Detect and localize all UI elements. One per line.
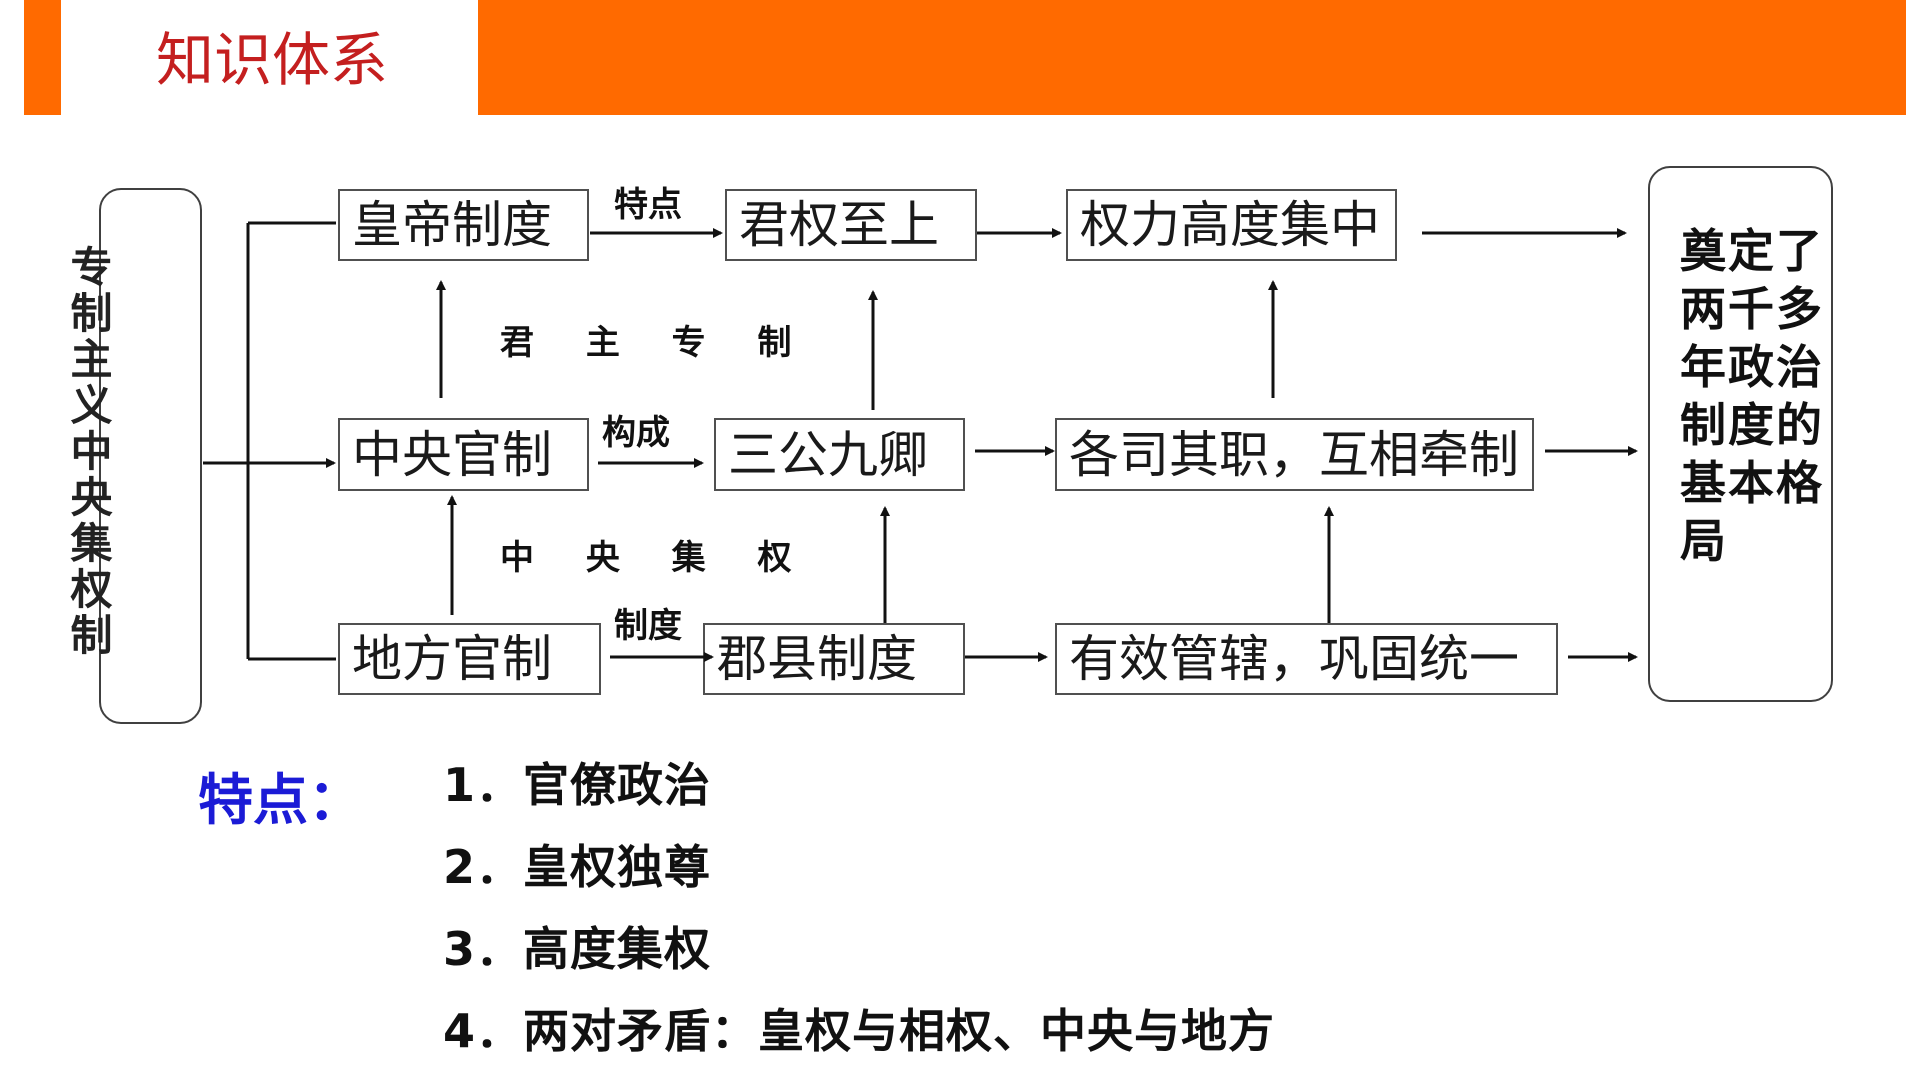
box-checks-balances: 各司其职，互相牵制 [1055,418,1534,491]
box-central-officials: 中央官制 [338,418,589,491]
features-heading: 特点： [198,768,364,832]
label-institution: 制度 [614,606,682,646]
label-monarchical-autocracy: 君 主 专 制 [500,323,812,363]
page-title: 知识体系 [156,26,389,94]
label-composition: 构成 [602,413,670,453]
label-central-concentration: 中 央 集 权 [500,538,812,578]
result-text: 奠定了 两千多 年政治 制度的 基本格 局 [1680,224,1824,568]
box-effective-governance: 有效管辖，巩固统一 [1055,623,1558,695]
title-box [61,0,478,115]
box-local-officials: 地方官制 [338,623,601,695]
result-box [1648,166,1833,702]
box-supreme-monarch: 君权至上 [725,189,977,261]
box-emperor-system: 皇帝制度 [338,189,589,261]
box-three-dukes-nine-ministers: 三公九卿 [714,418,965,491]
box-power-concentration: 权力高度集中 [1066,189,1397,261]
root-concept-box [99,188,202,724]
box-commandery-county: 郡县制度 [703,623,965,695]
feature-item: 1．官僚政治 [443,758,712,812]
feature-item: 4．两对矛盾：皇权与相权、中央与地方 [443,1004,1276,1058]
feature-item: 3．高度集权 [443,922,712,976]
feature-item: 2．皇权独尊 [443,840,712,894]
label-characteristic: 特点 [614,185,682,225]
root-concept-text: 专制主义中央集权制 [64,245,113,659]
